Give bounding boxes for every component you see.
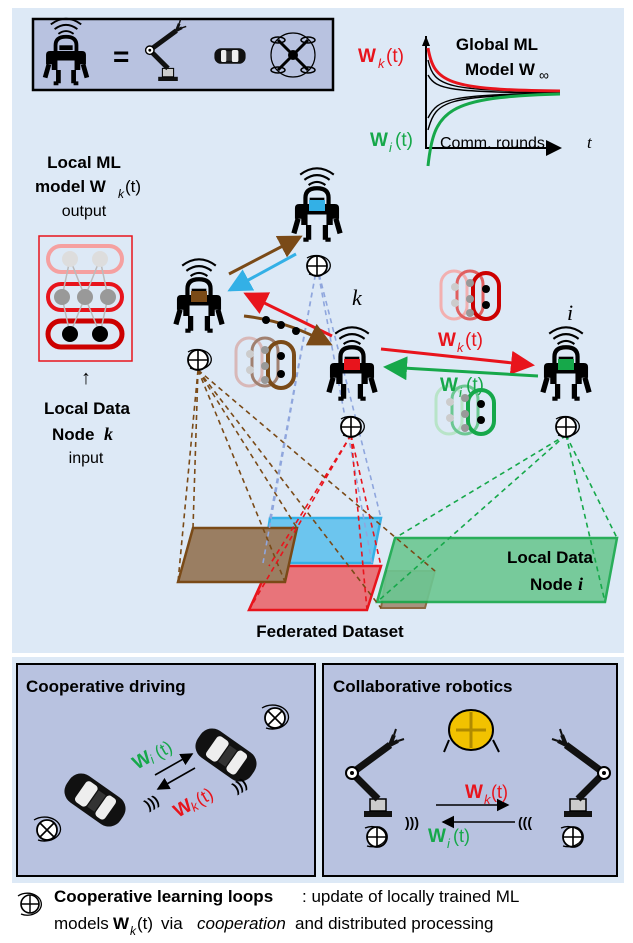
global-model-title-line1: Global ML xyxy=(456,35,538,54)
caption-loop-icon xyxy=(20,894,40,914)
global-wk-sub: k xyxy=(378,56,386,71)
driving-otimes-right xyxy=(264,707,286,729)
svg-text:))): ))) xyxy=(405,814,419,830)
svg-text:i: i xyxy=(459,385,463,400)
node-i-label: i xyxy=(567,300,573,325)
robotics-wk-label: W xyxy=(465,782,483,803)
helmet-icon xyxy=(443,709,500,753)
drone-icon xyxy=(270,32,316,78)
mini-models xyxy=(234,269,501,436)
neural-network-frame xyxy=(38,235,133,362)
local-model-line2-arg: (t) xyxy=(125,177,141,196)
svg-text:(t): (t) xyxy=(465,330,483,351)
caption-line2-c: and distributed processing xyxy=(295,914,493,933)
svg-text:(((: ((( xyxy=(518,814,532,830)
svg-text:i: i xyxy=(147,752,158,767)
robotics-oplus-right xyxy=(562,826,584,848)
local-data-i-line1: Local Data xyxy=(507,548,594,567)
caption-line2-w: W xyxy=(113,914,130,933)
car-icon xyxy=(214,48,246,64)
global-wk-label: W xyxy=(358,46,376,67)
local-data-line1: Local Data xyxy=(44,399,131,418)
svg-text:W: W xyxy=(438,330,456,351)
svg-text:i: i xyxy=(447,836,451,851)
caption-bold: Cooperative learning loops xyxy=(54,887,273,906)
link-label-wk: W k (t) xyxy=(438,330,483,355)
local-model-legend: Local ML model W k (t) output ↑ Local Da… xyxy=(35,153,141,467)
caption-line2-sub: k xyxy=(130,924,137,938)
dataset-plane-brown xyxy=(176,526,299,584)
legend-box: = xyxy=(31,19,335,92)
node-k-label: k xyxy=(352,285,363,310)
robot-node-i: i xyxy=(543,300,589,438)
robot-node-k: k xyxy=(329,285,375,438)
global-wi-label: W xyxy=(370,130,388,151)
global-axis-var: t xyxy=(587,133,593,152)
caption-line2-arg: (t) xyxy=(137,914,153,933)
local-data-i-line2: Node xyxy=(530,575,573,594)
projection-lines xyxy=(177,265,618,611)
federated-dataset-label: Federated Dataset xyxy=(256,622,404,641)
neural-network-icon xyxy=(45,244,125,350)
global-model-title-sub: ∞ xyxy=(539,67,549,83)
cooperative-driving-panel: Cooperative driving ))) ))) W i (t) W k … xyxy=(16,663,316,877)
local-model-line3: output xyxy=(62,203,107,220)
collaborative-robotics-panel: Collaborative robotics ))) ((( W k (t) W… xyxy=(322,663,618,877)
exchange-arrows xyxy=(227,235,539,381)
local-model-line1: Local ML xyxy=(47,153,121,172)
global-wk-arg: (t) xyxy=(386,46,404,67)
robotics-title: Collaborative robotics xyxy=(333,677,512,696)
caption-line2-b: via xyxy=(161,914,183,933)
svg-text:k: k xyxy=(484,792,492,807)
driving-otimes-left xyxy=(36,819,58,841)
up-arrow: ↑ xyxy=(81,367,91,389)
global-model-title-line2: Model W xyxy=(465,60,536,79)
robot-node-top xyxy=(294,168,340,277)
local-data-line2: Node xyxy=(52,425,95,444)
svg-text:(t): (t) xyxy=(491,782,508,802)
robotics-oplus-left xyxy=(366,826,388,848)
robot-node-left xyxy=(176,259,222,371)
caption-line2-a: models xyxy=(54,914,109,933)
caption: Cooperative learning loops : update of l… xyxy=(17,887,519,938)
global-axis-label: Comm. rounds xyxy=(440,135,545,152)
svg-text:(t): (t) xyxy=(453,826,470,846)
global-model-plot: Global ML Model W ∞ W k (t) W i (t) Comm… xyxy=(358,35,593,167)
global-wi-arg: (t) xyxy=(395,130,413,151)
svg-text:W: W xyxy=(440,375,458,396)
local-data-line2-var: k xyxy=(104,424,113,444)
svg-text:k: k xyxy=(457,340,465,355)
svg-text:))): ))) xyxy=(142,792,162,813)
local-model-line2-sub: k xyxy=(118,187,125,201)
legend-equals: = xyxy=(113,41,129,72)
svg-text:(t): (t) xyxy=(466,375,484,396)
local-data-line3: input xyxy=(69,450,104,467)
driving-title: Cooperative driving xyxy=(26,677,186,696)
caption-rest1: : update of locally trained ML xyxy=(302,887,519,906)
svg-text:))): ))) xyxy=(230,775,250,796)
global-wi-sub: i xyxy=(389,140,393,155)
local-data-i-var: i xyxy=(578,574,583,594)
local-model-line2: model W xyxy=(35,177,107,196)
link-label-wi: W i (t) xyxy=(440,375,484,400)
robotics-wi-label: W xyxy=(428,826,446,847)
caption-line2-coop: cooperation xyxy=(197,914,286,933)
